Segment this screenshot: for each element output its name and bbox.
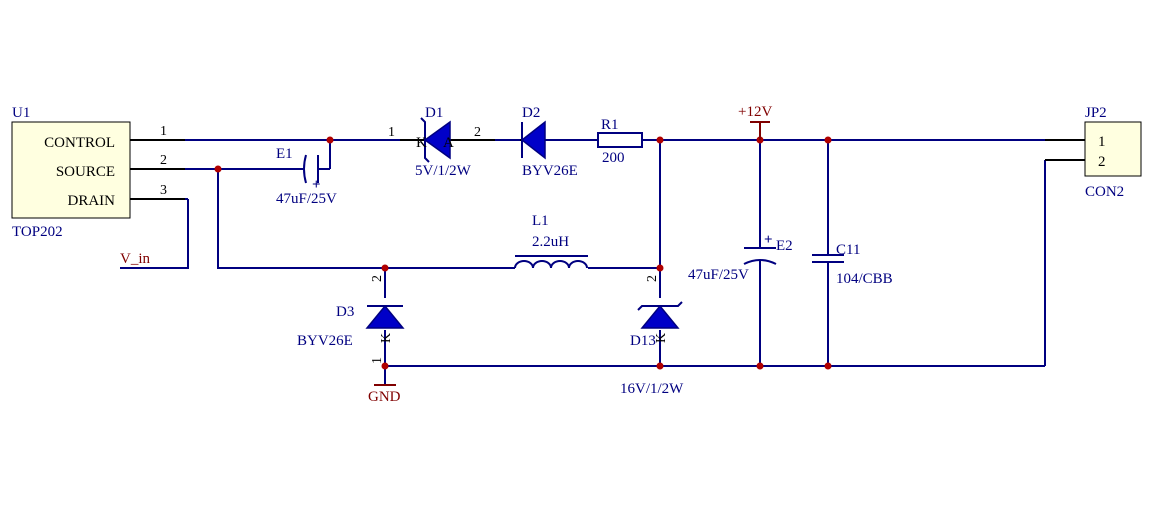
jp2-part: CON2: [1085, 184, 1124, 200]
e1-value: 47uF/25V: [276, 191, 337, 207]
e2-value: 47uF/25V: [688, 267, 749, 283]
e1-capacitor[interactable]: E1 + 47uF/25V: [276, 146, 337, 207]
power-port-label: +12V: [738, 104, 772, 120]
l1-designator: L1: [532, 213, 549, 229]
e2-curved-plate: [743, 259, 777, 265]
jp2-pin1-label: 1: [1098, 134, 1106, 150]
u1-body: [11, 121, 131, 219]
u1-part: TOP202: [12, 224, 63, 240]
d13-designator: D13: [630, 333, 656, 349]
c11-value: 104/CBB: [836, 271, 893, 287]
r1-body: [597, 132, 643, 148]
e2-capacitor[interactable]: + E2 47uF/25V: [688, 232, 793, 283]
d13-cathode-bar: [637, 301, 683, 311]
jp2-designator: JP2: [1085, 105, 1107, 121]
e1-curved-plate: [303, 154, 307, 184]
net-label-vin: V_in: [120, 251, 151, 267]
u1-pin-control-label: CONTROL: [44, 135, 115, 151]
junction-dot: [824, 362, 832, 370]
jp2-body: [1084, 121, 1142, 177]
d13-value: 16V/1/2W: [620, 381, 684, 397]
ground-label: GND: [368, 389, 401, 405]
power-port-12v: +12V: [738, 104, 772, 140]
e2-polarity: +: [764, 232, 773, 248]
junction-dot: [326, 136, 334, 144]
junction-dot: [656, 362, 664, 370]
u1-pin-drain-label: DRAIN: [68, 193, 116, 209]
l1-value: 2.2uH: [532, 234, 569, 250]
d3-diode[interactable]: 2 1 K D3 BYV26E: [297, 275, 405, 364]
d1-cathode-bar: [420, 117, 430, 163]
d1-designator: D1: [425, 105, 443, 121]
wires: [120, 139, 1046, 385]
c11-capacitor[interactable]: C11 104/CBB: [812, 242, 893, 287]
junction-dot: [824, 136, 832, 144]
u1-pin1-number: 1: [160, 124, 167, 139]
u1-pin3-number: 3: [160, 183, 167, 198]
d3-triangle: [365, 304, 405, 329]
d13-zener[interactable]: 2 K D13 16V/1/2W: [620, 275, 684, 397]
r1-designator: R1: [601, 117, 619, 133]
junction-dot: [756, 362, 764, 370]
junctions: [214, 136, 832, 370]
junction-dot: [381, 264, 389, 272]
l1-inductor[interactable]: L1 2.2uH: [514, 213, 588, 269]
e2-designator: E2: [776, 238, 793, 254]
l1-coil: [514, 260, 588, 269]
r1-value: 200: [602, 150, 625, 166]
c11-designator: C11: [836, 242, 860, 258]
d3-k-label: K: [379, 333, 394, 343]
junction-dot: [214, 165, 222, 173]
d2-designator: D2: [522, 105, 540, 121]
d2-triangle: [520, 120, 546, 160]
d2-diode[interactable]: D2 BYV26E: [520, 105, 578, 179]
d3-value: BYV26E: [297, 333, 353, 349]
u1-top202[interactable]: U1 TOP202 CONTROL SOURCE DRAIN 1 2 3: [11, 105, 185, 240]
ground-port: GND: [368, 384, 401, 405]
d1-pin2-number: 2: [474, 125, 481, 140]
u1-designator: U1: [12, 105, 30, 121]
wire-vin: [120, 199, 189, 269]
d13-pin2-number: 2: [645, 275, 660, 282]
d3-pin2-number: 2: [370, 275, 385, 282]
d13-triangle: [640, 304, 680, 329]
e1-designator: E1: [276, 146, 293, 162]
d3-designator: D3: [336, 304, 354, 320]
u1-pin2-number: 2: [160, 153, 167, 168]
r1-resistor[interactable]: R1 200: [597, 117, 643, 166]
d3-pin1-number: 1: [370, 357, 385, 364]
d1-a-label: A: [443, 135, 454, 151]
d1-value: 5V/1/2W: [415, 163, 472, 179]
u1-pin-source-label: SOURCE: [56, 164, 115, 180]
junction-dot: [656, 136, 664, 144]
junction-dot: [381, 362, 389, 370]
d1-k-label: K: [416, 135, 427, 151]
d1-zener[interactable]: 1 2 K A D1 5V/1/2W: [388, 105, 495, 179]
wire-source-down: [217, 169, 385, 269]
e1-polarity: +: [312, 177, 321, 193]
jp2-connector[interactable]: 1 2 JP2 CON2: [1045, 105, 1142, 200]
d13-k-label: K: [654, 333, 669, 343]
d2-value: BYV26E: [522, 163, 578, 179]
jp2-pin2-label: 2: [1098, 154, 1106, 170]
junction-dot: [656, 264, 664, 272]
d1-pin1-number: 1: [388, 125, 395, 140]
d1-triangle: [423, 120, 451, 160]
